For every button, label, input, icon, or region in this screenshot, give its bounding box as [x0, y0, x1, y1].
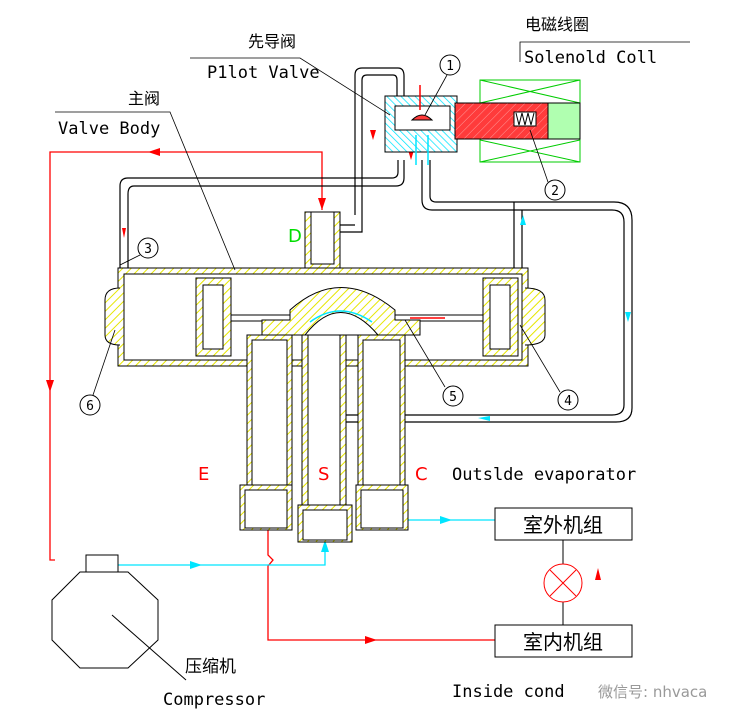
port-pipes — [239, 334, 409, 543]
svg-text:3: 3 — [144, 242, 152, 257]
callout-6: 6 — [79, 394, 101, 416]
valve-body-cn-label: 主阀 — [128, 89, 160, 108]
callout-1: 1 — [439, 54, 461, 76]
valve-body — [104, 211, 546, 367]
pilot-valve-cn-label: 先导阀 — [248, 32, 296, 51]
port-d-label: D — [288, 226, 302, 247]
inside-condenser-label: Inside cond — [452, 682, 565, 702]
solenoid-cn-label: 电磁线圈 — [525, 15, 589, 34]
port-s-label: S — [318, 464, 329, 485]
watermark: 微信号: nhvaca — [598, 683, 707, 701]
expansion-valve-icon — [543, 563, 583, 603]
pilot-valve-label: P1lot Valve — [207, 63, 320, 83]
outside-evaporator-label: Outslde evaporator — [452, 465, 636, 485]
valve-body-label: Valve Body — [58, 119, 160, 139]
port-e-label: E — [198, 464, 209, 485]
compressor-cn-label: 压缩机 — [185, 657, 236, 677]
svg-text:5: 5 — [449, 390, 457, 405]
outdoor-unit-box — [494, 507, 633, 541]
svg-text:6: 6 — [86, 399, 94, 414]
svg-text:4: 4 — [564, 394, 572, 409]
solenoid-label: Solenold Coll — [524, 48, 657, 68]
outdoor-unit-label: 室外机组 — [523, 513, 603, 537]
callout-3: 3 — [137, 237, 159, 259]
svg-text:1: 1 — [446, 59, 454, 74]
solenoid-coil — [454, 79, 581, 163]
compressor — [51, 554, 187, 681]
compressor-label: Compressor — [163, 690, 265, 710]
callout-2: 2 — [544, 179, 566, 201]
svg-text:2: 2 — [551, 184, 559, 199]
pilot-valve — [384, 85, 458, 165]
port-c-label: C — [415, 464, 428, 485]
callout-5: 5 — [442, 385, 464, 407]
callout-4: 4 — [557, 389, 579, 411]
leader-lines — [55, 41, 690, 399]
flow-arrows — [46, 148, 601, 644]
indoor-unit-label: 室内机组 — [523, 630, 603, 654]
